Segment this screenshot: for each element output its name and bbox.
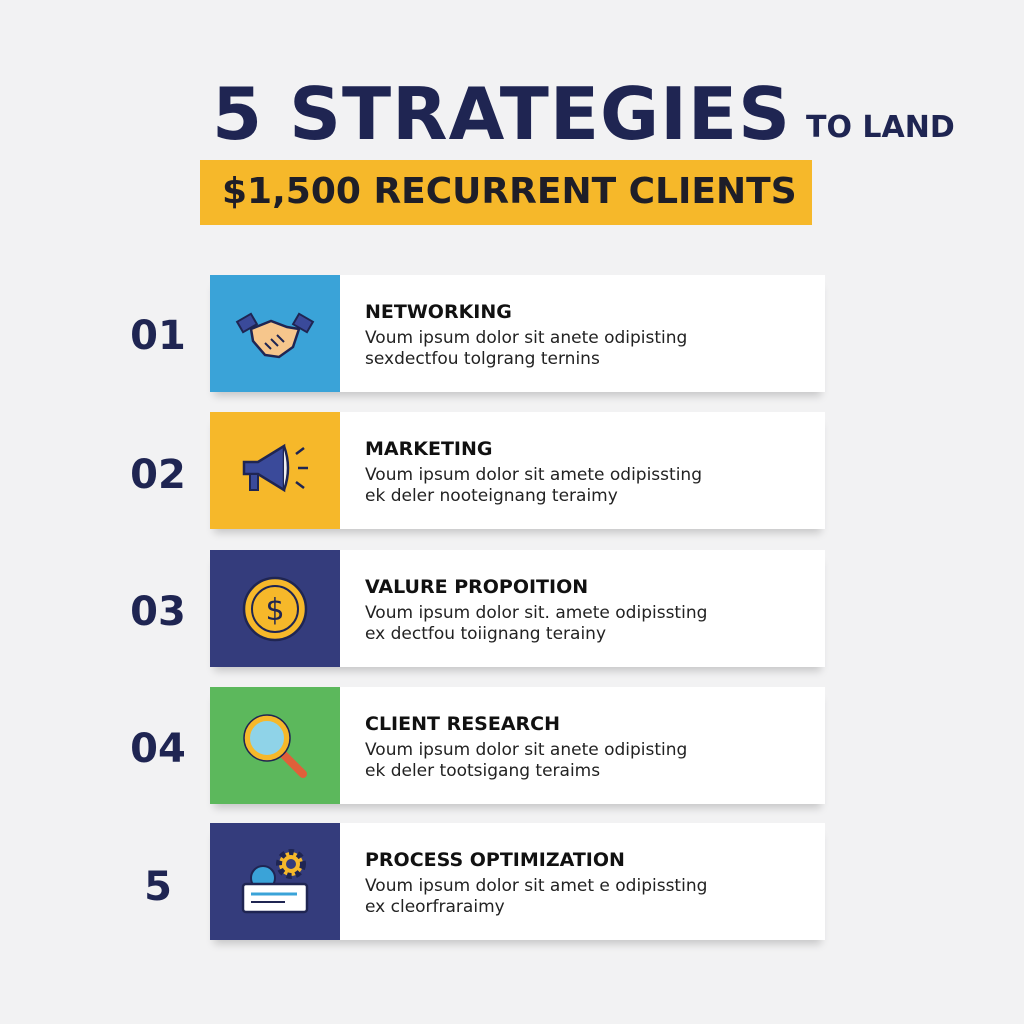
gears-icon (210, 823, 340, 940)
card-title: CLIENT RESEARCH (365, 713, 561, 735)
description-line: Voum ipsum dolor sit amet e odipissting (365, 876, 708, 896)
description-line: Voum ipsum dolor sit. amete odipissting (365, 603, 708, 623)
strategy-card-value-proposition: $ VALURE PROPOITION Voum ipsum dolor sit… (210, 550, 825, 667)
headline-banner: $1,500 RECURRENT CLIENTS (200, 160, 812, 225)
description-line: ek deler nooteignang teraimy (365, 486, 618, 506)
description-line: ex dectfou toiignang terainy (365, 624, 607, 644)
megaphone-icon (210, 412, 340, 529)
step-number: 02 (130, 452, 186, 498)
handshake-icon (210, 275, 340, 392)
card-title: VALURE PROPOITION (365, 576, 589, 598)
description-line: Voum ipsum dolor sit anete odipisting (365, 328, 688, 348)
magnifier-icon (210, 687, 340, 804)
step-number: 5 (144, 864, 172, 910)
strategy-card-process-optimization: PROCESS OPTIMIZATION Voum ipsum dolor si… (210, 823, 825, 940)
card-title: PROCESS OPTIMIZATION (365, 849, 625, 871)
step-number: 01 (130, 313, 186, 359)
step-number: 04 (130, 726, 186, 772)
banner-text: $1,500 RECURRENT CLIENTS (222, 171, 797, 212)
card-title: NETWORKING (365, 301, 512, 323)
description-line: ex cleorfraraimy (365, 897, 505, 917)
description-line: Voum ipsum dolor sit amete odipissting (365, 465, 702, 485)
description-line: sexdectfou tolgrang ternins (365, 349, 600, 369)
strategy-card-marketing: MARKETING Voum ipsum dolor sit amete odi… (210, 412, 825, 529)
strategy-card-networking: NETWORKING Voum ipsum dolor sit anete od… (210, 275, 825, 392)
strategy-card-client-research: CLIENT RESEARCH Voum ipsum dolor sit ane… (210, 687, 825, 804)
dollar-coin-icon: $ (210, 550, 340, 667)
step-number: 03 (130, 589, 186, 635)
subtitle: TO LAND (806, 110, 955, 145)
svg-text:$: $ (265, 593, 284, 628)
main-title: 5 STRATEGIES (212, 72, 791, 156)
card-title: MARKETING (365, 438, 493, 460)
description-line: Voum ipsum dolor sit anete odipisting (365, 740, 688, 760)
description-line: ek deler tootsigang teraims (365, 761, 601, 781)
